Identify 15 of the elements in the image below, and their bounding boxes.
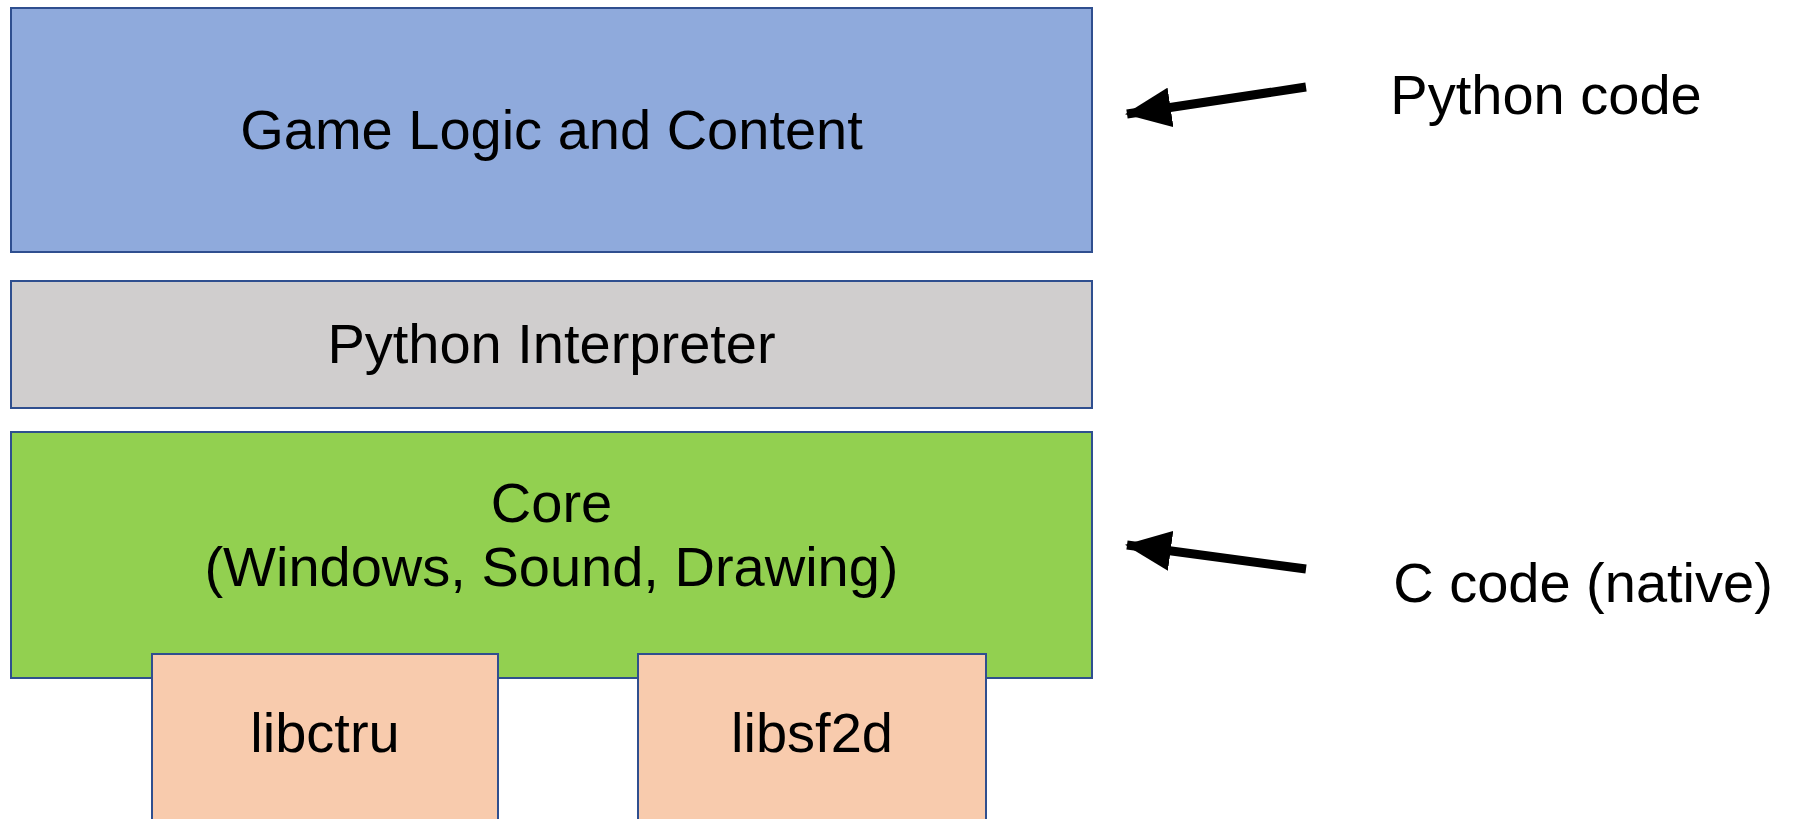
layer-label: Python Interpreter xyxy=(327,312,776,377)
layer-label: libsf2d xyxy=(731,700,893,766)
layer-box xyxy=(10,280,1093,409)
layer-label: Game Logic and Content xyxy=(240,97,863,163)
layer-label: Core xyxy=(490,470,613,535)
layer-label: (Windows, Sound, Drawing) xyxy=(204,535,899,600)
layer-box xyxy=(10,7,1093,253)
layer-box xyxy=(637,653,987,819)
callout-text: Python code xyxy=(1390,62,1702,128)
arrow xyxy=(1125,531,1307,574)
layer-box xyxy=(10,431,1093,679)
callout-text: C code (native) xyxy=(1393,550,1773,616)
layer-label: libctru xyxy=(250,700,400,766)
layer-box xyxy=(151,653,499,819)
arrow xyxy=(1125,82,1307,128)
